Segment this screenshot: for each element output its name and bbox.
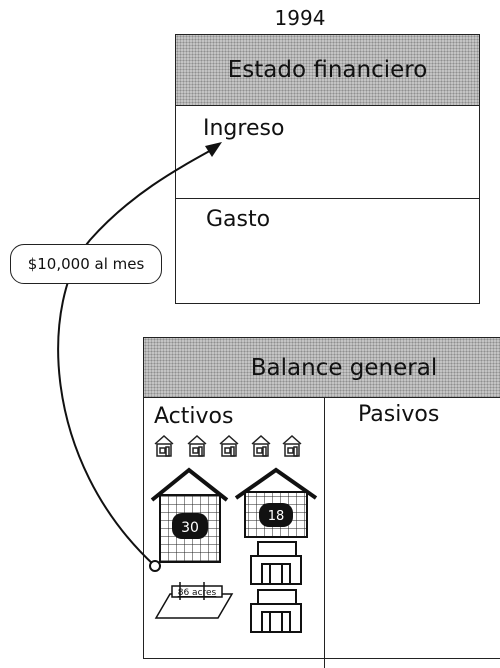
- expense-section: Gasto: [176, 199, 479, 303]
- land-label: 86 acres: [178, 588, 217, 598]
- balance-sheet: Balance general Activos Pasivos: [143, 337, 500, 668]
- building-b-units: 18: [268, 509, 285, 524]
- apartment-building-icon: 18: [234, 467, 318, 538]
- cashflow-label-text: $10,000 al mes: [27, 255, 145, 273]
- year-label: 1994: [274, 6, 326, 30]
- house-icon: [251, 434, 271, 457]
- income-section: Ingreso: [176, 106, 479, 199]
- liabilities-column: Pasivos: [325, 398, 500, 668]
- house-icon: [219, 434, 239, 457]
- liabilities-label: Pasivos: [358, 402, 440, 427]
- assets-label: Activos: [154, 404, 234, 429]
- commercial-building-icon: [250, 589, 302, 633]
- income-statement: Estado financiero Ingreso Gasto: [175, 34, 480, 304]
- diagram-drawings: 30 18 86 acres: [57, 142, 318, 633]
- apartment-building-icon: 30: [150, 467, 229, 563]
- income-label: Ingreso: [203, 116, 285, 141]
- income-statement-header: Estado financiero: [176, 35, 479, 106]
- small-houses: [154, 434, 302, 457]
- commercial-building-icon: [250, 541, 302, 585]
- income-statement-title: Estado financiero: [227, 57, 428, 83]
- house-icon: [282, 434, 302, 457]
- land-parcel-icon: 86 acres: [154, 582, 234, 619]
- house-icon: [154, 434, 174, 457]
- balance-sheet-title: Balance general: [250, 354, 438, 381]
- cashflow-label: $10,000 al mes: [10, 244, 162, 284]
- arrow-head-icon: [205, 142, 222, 157]
- arrow-origin-dot: [149, 560, 161, 572]
- house-icon: [187, 434, 207, 457]
- expense-label: Gasto: [206, 207, 271, 232]
- balance-sheet-header: Balance general: [144, 338, 500, 398]
- building-a-units: 30: [181, 520, 199, 536]
- assets-column: Activos: [144, 398, 325, 668]
